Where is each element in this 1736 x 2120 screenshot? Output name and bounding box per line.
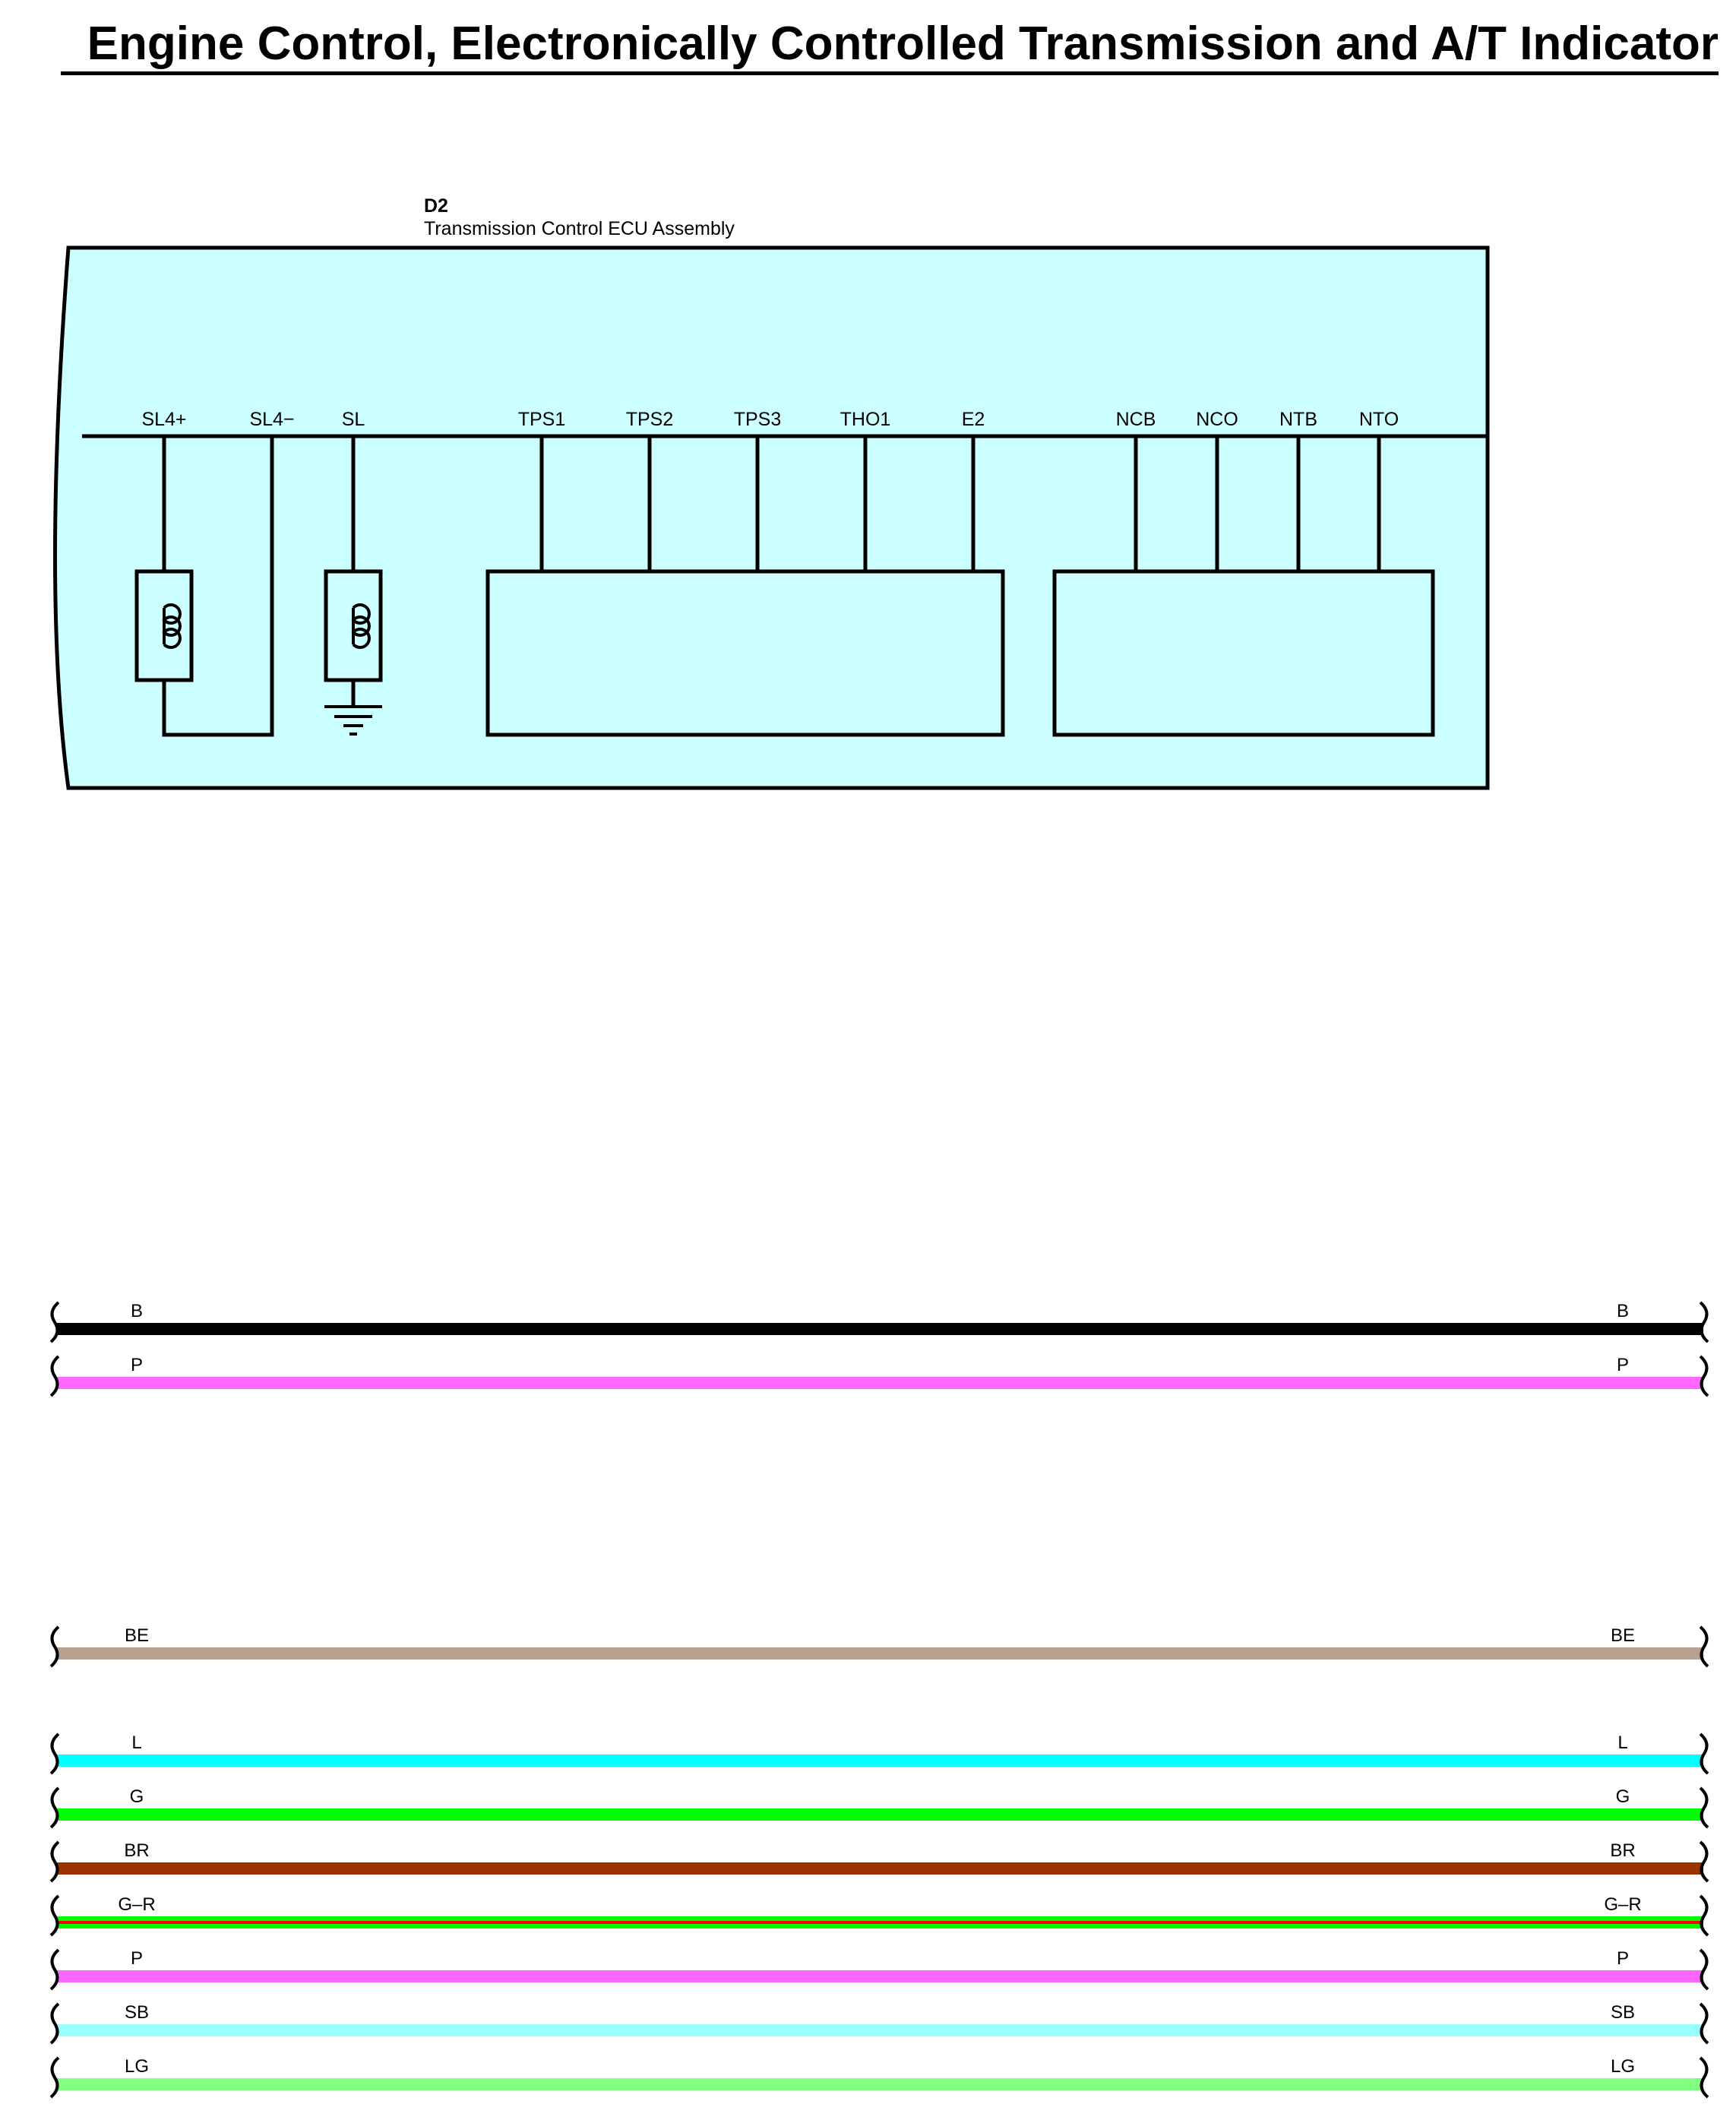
- throttle-sensor-block: [485, 436, 1005, 737]
- break-right-icon: [1699, 1786, 1709, 1829]
- ecu-code-label: D2: [424, 195, 448, 217]
- wire-label-right: G: [1616, 1786, 1630, 1807]
- break-left-icon: [49, 1355, 60, 1397]
- wire-p-2: P P: [49, 1948, 1709, 1991]
- wire-group: B B P P BE BE L L: [49, 1301, 1709, 2099]
- wire-band: [56, 2024, 1703, 2036]
- wire-band: [56, 1323, 1703, 1335]
- break-left-icon: [49, 2002, 60, 2045]
- wire-stripe: [56, 1921, 1703, 1924]
- wire-label-right: L: [1617, 1732, 1627, 1753]
- break-right-icon: [1699, 1732, 1709, 1775]
- break-left-icon: [49, 1625, 60, 1668]
- wire-label-left: B: [131, 1301, 143, 1321]
- wire-label-right: BE: [1611, 1625, 1635, 1646]
- break-right-icon: [1699, 1840, 1709, 1883]
- wire-br: BR BR: [49, 1840, 1709, 1883]
- speed-sensor-block: [1052, 436, 1435, 737]
- pin-label-ntb: NTB: [1279, 409, 1317, 430]
- coil-icon: [351, 603, 371, 649]
- wire-band: [56, 1755, 1703, 1767]
- wire-band: [56, 1647, 1703, 1660]
- wire-b: B B: [49, 1301, 1709, 1343]
- wire-p: P P: [49, 1355, 1709, 1397]
- pin-label-tps2: TPS2: [626, 409, 674, 430]
- break-left-icon: [49, 1732, 60, 1775]
- title-underline: [61, 71, 1719, 75]
- ecu-body: [53, 245, 1490, 790]
- wire-label-left: SB: [125, 2002, 149, 2023]
- wire-label-left: BE: [125, 1625, 149, 1646]
- wire-label-left: LG: [125, 2056, 149, 2077]
- pin-label-sl4-minus: SL4−: [249, 409, 294, 430]
- coil-icon: [162, 603, 182, 649]
- wire-band: [56, 1808, 1703, 1821]
- wire-label-right: P: [1617, 1355, 1629, 1375]
- break-right-icon: [1699, 1894, 1709, 1937]
- break-left-icon: [49, 1840, 60, 1883]
- break-right-icon: [1699, 1625, 1709, 1668]
- wire-label-right: SB: [1611, 2002, 1635, 2023]
- pin-label-e2: E2: [962, 409, 985, 430]
- solenoid-sl4-circuit: [134, 436, 274, 737]
- break-right-icon: [1699, 1948, 1709, 1991]
- wire-band: [56, 1970, 1703, 1982]
- break-right-icon: [1699, 1355, 1709, 1397]
- page-title: Engine Control, Electronically Controlle…: [87, 17, 1719, 70]
- break-left-icon: [49, 1948, 60, 1991]
- wire-l: L L: [49, 1732, 1709, 1775]
- ground-icon: [324, 705, 382, 736]
- break-right-icon: [1699, 2056, 1709, 2099]
- pin-label-nto: NTO: [1359, 409, 1399, 430]
- ecu-name-label: Transmission Control ECU Assembly: [424, 218, 735, 239]
- pin-label-tps1: TPS1: [518, 409, 566, 430]
- wire-label-right: LG: [1611, 2056, 1635, 2077]
- wire-label-right: BR: [1610, 1840, 1635, 1861]
- break-right-icon: [1699, 1301, 1709, 1343]
- wire-label-right: P: [1617, 1948, 1629, 1969]
- wire-be: BE BE: [49, 1625, 1709, 1668]
- pin-label-ncb: NCB: [1116, 409, 1156, 430]
- solenoid-sl-circuit: [324, 436, 383, 736]
- wire-label-left: L: [131, 1732, 141, 1753]
- break-left-icon: [49, 1301, 60, 1343]
- wire-band: [56, 1862, 1703, 1875]
- wire-label-right: G–R: [1604, 1894, 1641, 1915]
- wire-label-left: BR: [124, 1840, 149, 1861]
- wire-lg: LG LG: [49, 2056, 1709, 2099]
- wire-band: [56, 2078, 1703, 2090]
- wire-g-r: G–R G–R: [49, 1894, 1709, 1937]
- wire-label-left: G–R: [118, 1894, 155, 1915]
- wire-label-left: G: [130, 1786, 144, 1807]
- pin-label-tps3: TPS3: [734, 409, 782, 430]
- break-right-icon: [1699, 2002, 1709, 2045]
- break-left-icon: [49, 1786, 60, 1829]
- break-left-icon: [49, 2056, 60, 2099]
- wire-band: [56, 1377, 1703, 1389]
- pin-label-sl4-plus: SL4+: [141, 409, 186, 430]
- wire-sb: SB SB: [49, 2002, 1709, 2045]
- ecu-pin-labels: SL4+ SL4− SL TPS1 TPS2 TPS3 THO1 E2 NCB …: [141, 409, 1399, 430]
- break-left-icon: [49, 1894, 60, 1937]
- pin-label-sl: SL: [342, 409, 365, 430]
- wire-label-right: B: [1617, 1301, 1629, 1321]
- pin-label-nco: NCO: [1196, 409, 1238, 430]
- pin-label-tho1: THO1: [840, 409, 891, 430]
- wire-label-left: P: [131, 1355, 143, 1375]
- wire-g: G G: [49, 1786, 1709, 1829]
- wire-label-left: P: [131, 1948, 143, 1969]
